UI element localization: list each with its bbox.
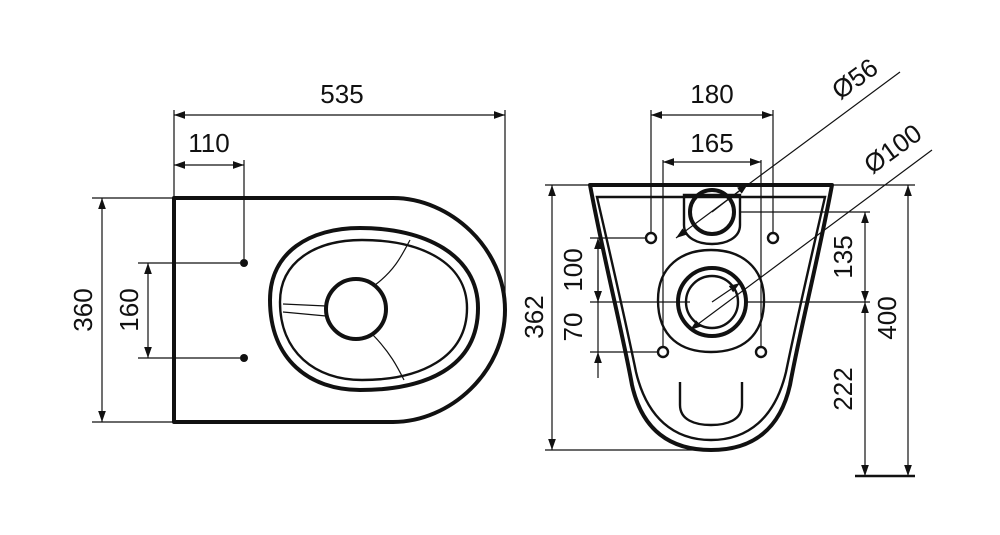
front-body-outline <box>588 183 834 452</box>
basin-spoke-top <box>374 239 411 286</box>
front-body-inner <box>595 195 827 442</box>
front-hole-top-left <box>644 231 658 245</box>
dim-label-160: 160 <box>114 288 144 331</box>
mount-hole-top <box>240 259 248 267</box>
dim-label-165: 165 <box>690 128 733 158</box>
dim-label-d56: Ø56 <box>826 52 883 105</box>
dim-label-70: 70 <box>558 313 588 342</box>
dim-label-180: 180 <box>690 79 733 109</box>
mount-hole-bottom <box>240 354 248 362</box>
front-hole-top-right <box>766 231 780 245</box>
basin-spoke-left-a <box>282 303 327 307</box>
outlet-recess <box>656 248 766 354</box>
inlet-pipe <box>688 188 736 236</box>
front-hole-bottom-right <box>754 345 768 359</box>
leader-d100-arrow <box>711 282 741 303</box>
dim-label-100: 100 <box>558 248 588 291</box>
bowl-outline <box>172 196 507 424</box>
dim-label-135: 135 <box>828 235 858 278</box>
leader-d56-arrow <box>711 183 749 213</box>
inner-basin <box>278 238 469 382</box>
dim-label-222: 222 <box>828 367 858 410</box>
dim-label-110: 110 <box>188 128 229 158</box>
seat-rim <box>268 226 480 392</box>
basin-spoke-left-b <box>282 311 327 317</box>
dim-label-360: 360 <box>68 288 98 331</box>
dim-label-d100: Ø100 <box>858 118 927 180</box>
basin-spoke-bottom <box>371 333 405 381</box>
dim-label-400: 400 <box>872 296 902 339</box>
front-hole-bottom-left <box>656 345 670 359</box>
dim-label-362: 362 <box>519 295 549 338</box>
dim-label-535: 535 <box>320 79 363 109</box>
drain-circle <box>324 277 388 341</box>
front-lower-loop <box>678 382 744 427</box>
top-view: 535 110 360 160 <box>68 79 507 424</box>
front-view: 180 165 Ø56 Ø100 100 70 362 135 222 400 <box>519 52 933 478</box>
leader-d100 <box>689 149 933 331</box>
